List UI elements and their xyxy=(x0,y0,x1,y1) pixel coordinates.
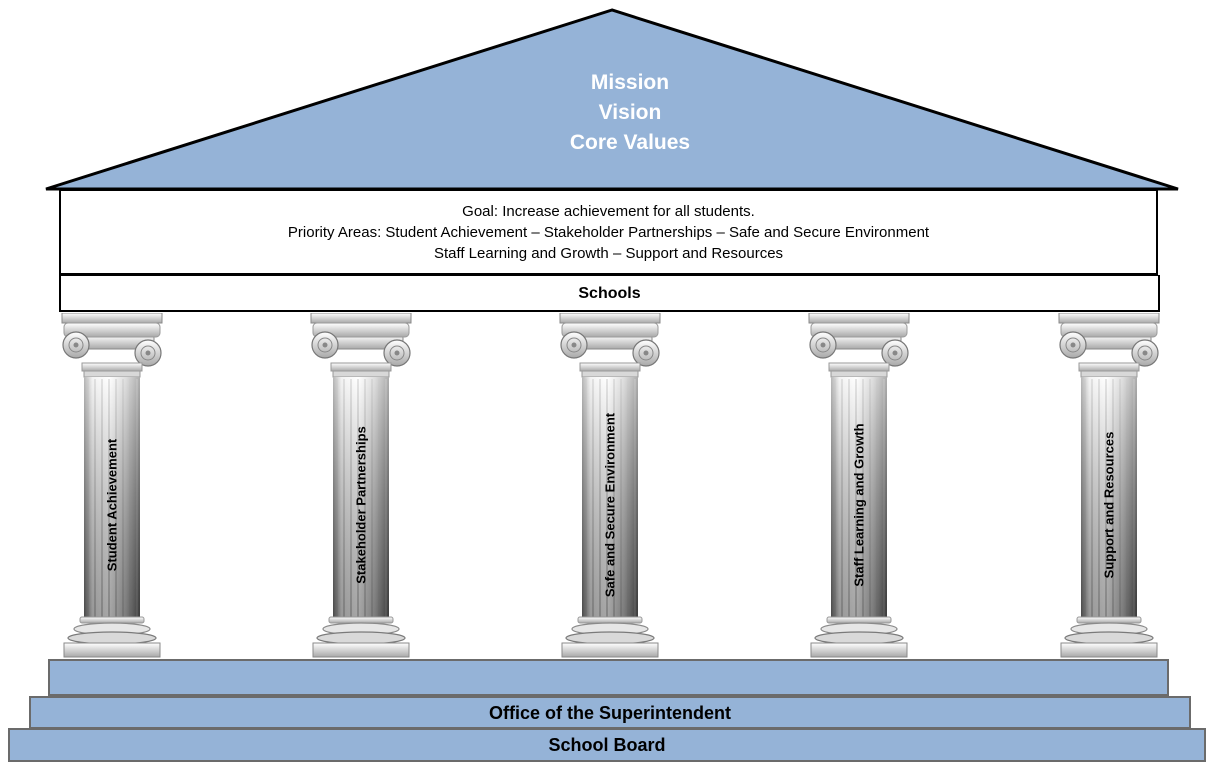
pillar-stakeholder-partnerships: Stakeholder Partnerships xyxy=(309,313,413,659)
roof-vision: Vision xyxy=(598,101,662,124)
pillar-student-achievement: Student Achievement xyxy=(60,313,164,659)
priority-areas-text-line2: Staff Learning and Growth – Support and … xyxy=(433,245,784,262)
schools-bar: Schools xyxy=(59,275,1160,312)
pillar-safe-secure-environment: Safe and Secure Environment xyxy=(558,313,662,659)
column-icon xyxy=(559,313,661,658)
column-icon xyxy=(310,313,412,658)
pillar-label: Student Achievement xyxy=(104,438,120,572)
school-board-step: School Board xyxy=(8,728,1206,762)
column-icon xyxy=(808,313,910,658)
pillar-label: Stakeholder Partnerships xyxy=(353,426,369,584)
pillar-label: Staff Learning and Growth xyxy=(851,423,867,587)
office-of-superintendent-step: Office of the Superintendent xyxy=(29,696,1191,729)
column-icon xyxy=(61,313,163,658)
pillar-support-resources: Support and Resources xyxy=(1057,313,1161,659)
pillar-staff-learning-growth: Staff Learning and Growth xyxy=(807,313,911,659)
roof-mission: Mission xyxy=(590,71,670,94)
goal-text: Goal: Increase achievement for all stude… xyxy=(462,203,755,220)
column-icon xyxy=(1058,313,1160,658)
pillar-label: Support and Resources xyxy=(1101,431,1117,579)
foundation-top-step xyxy=(48,659,1169,696)
pillar-label: Safe and Secure Environment xyxy=(602,412,618,598)
goal-box: Goal: Increase achievement for all stude… xyxy=(59,189,1158,275)
roof-core-values: Core Values xyxy=(569,131,691,154)
priority-areas-text: Priority Areas: Student Achievement – St… xyxy=(287,224,930,241)
